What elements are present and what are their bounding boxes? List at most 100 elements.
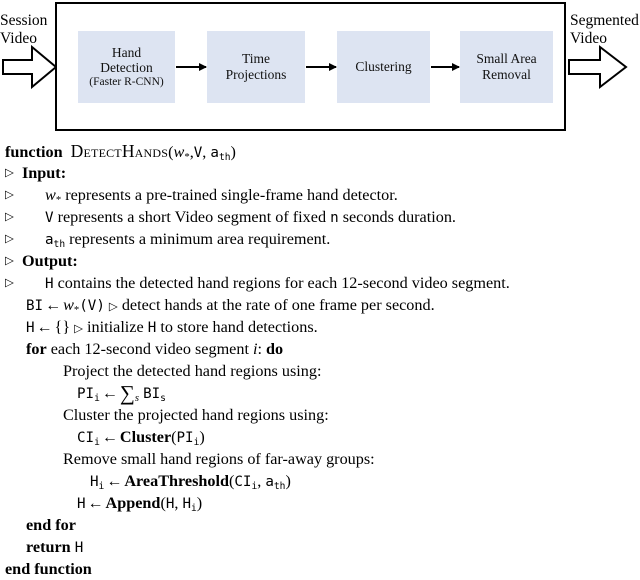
sig-arg-a-sub: th [218, 151, 231, 163]
algorithm-line-eq-projection: PIi←∑s BIs [0, 382, 640, 404]
assign-arrow-icon: ← [87, 495, 104, 512]
hi-lhs-sub: i [98, 480, 105, 492]
algorithm-line-prose-cluster: Cluster the projected hand regions using… [0, 404, 640, 426]
hi-comma: , [257, 472, 266, 490]
assign-arrow-icon: ← [106, 473, 123, 490]
assign-arrow-icon: ← [45, 297, 62, 314]
input-2-text-b: seconds duration. [338, 208, 456, 226]
algorithm-line-eq-cluster: CIi←Cluster(PIi) [0, 426, 640, 448]
output-video-label: Segmented Video [570, 12, 639, 49]
pi-rhs-sub: s [160, 392, 166, 404]
algorithm-line-input-item-2: ▷ V represents a short Video segment of … [0, 206, 640, 228]
input-2-symbol: V [45, 210, 54, 226]
hi-arg1: CI [234, 474, 252, 490]
append-close-paren: ) [196, 494, 203, 512]
stage-time-line1: Time [241, 51, 270, 67]
stage-smallarea-line1: Small Area [476, 51, 537, 67]
procedure-name: DetectHands [70, 141, 169, 161]
prose-cluster-text: Cluster the projected hand regions using… [63, 406, 329, 424]
algorithm-line-bi-assign: BI←w*(V) ▷ detect hands at the rate of o… [0, 294, 640, 316]
ci-lhs-sub: i [94, 436, 100, 448]
for-variable: i [253, 340, 258, 358]
algorithm-line-return: return H [0, 536, 640, 558]
output-1-text: contains the detected hand regions for e… [57, 274, 510, 292]
input-1-symbol-sub: * [55, 193, 62, 206]
bi-comment: detect hands at the rate of one frame pe… [121, 296, 435, 314]
input-block-arrow-icon [2, 44, 58, 90]
stage-box-time-projections: Time Projections [207, 31, 305, 103]
sig-arg-w-sub: * [184, 150, 190, 163]
hi-open-paren: ( [228, 472, 235, 490]
sig-close-paren: ) [230, 143, 236, 161]
algorithm-line-prose-remove: Remove small hand regions of far-away gr… [0, 448, 640, 470]
assign-arrow-icon: ← [101, 385, 118, 402]
keyword-end-for: end for [26, 516, 76, 534]
keyword-end-function: end function [5, 560, 92, 578]
sig-arg-w: w [173, 143, 185, 161]
ci-arg: PI [176, 430, 194, 446]
assign-arrow-icon: ← [36, 319, 53, 336]
append-arg1: H [165, 496, 175, 512]
fn-cluster-name: Cluster [119, 428, 172, 446]
connector-arrow-3-icon [431, 62, 460, 71]
ci-arg-sub: i [193, 436, 200, 448]
input-3-symbol-sub: th [53, 238, 66, 250]
output-block-arrow-icon [568, 44, 628, 90]
prose-remove-text: Remove small hand regions of far-away gr… [63, 450, 375, 468]
algorithm-line-end-for: end for [0, 514, 640, 536]
h-comment-post: to store hand detections. [156, 318, 318, 336]
assign-arrow-icon: ← [101, 429, 118, 446]
algorithm-line-h-init: H←{} ▷ initialize H to store hand detect… [0, 316, 640, 338]
stage-cluster-line1: Clustering [355, 59, 412, 75]
ci-close-paren: ) [199, 428, 205, 446]
sig-comma-2: , [202, 143, 211, 161]
algorithm-line-function-signature: function DetectHands(w*,V, ath) [0, 140, 640, 163]
append-arg2: H [182, 496, 192, 512]
h-comment-pre: initialize [87, 318, 148, 336]
keyword-function: function [5, 143, 63, 161]
bullet-triangle-icon: ▷ [5, 167, 14, 179]
bullet-triangle-icon: ▷ [5, 233, 14, 245]
sig-comma-1: , [189, 143, 194, 161]
connector-arrow-2-icon [306, 62, 337, 71]
h-rhs-empty-set: {} [54, 318, 71, 336]
hi-arg1-sub: i [251, 480, 258, 492]
append-comma: , [174, 494, 183, 512]
input-3-symbol: a [45, 232, 54, 248]
h-comment-symbol: H [147, 320, 157, 336]
algorithm-line-input-item-3: ▷ ath represents a minimum area requirem… [0, 228, 640, 250]
prose-project-text: Project the detected hand regions using: [63, 362, 322, 380]
stage-box-small-area-removal: Small Area Removal [460, 31, 553, 103]
algorithm-line-input-heading: ▷ Input: [0, 162, 640, 184]
input-2-text-a: represents a short Video segment of fixe… [57, 208, 331, 226]
stage-hand-line3: (Faster R-CNN) [89, 75, 164, 88]
keyword-do: do [266, 340, 284, 358]
return-value: H [74, 540, 84, 556]
stage-hand-line1: Hand [111, 44, 142, 60]
stage-hand-line2: Detection [100, 60, 153, 76]
bullet-triangle-icon: ▷ [74, 323, 83, 335]
bullet-triangle-icon: ▷ [5, 255, 14, 267]
algorithm-line-eq-areathreshold: Hi←AreaThreshold(CIi, ath) [0, 470, 640, 492]
pipeline-diagram: Session Video Hand Detection (Faster R-C… [0, 0, 640, 136]
pi-lhs-sub: i [94, 392, 100, 404]
stage-box-hand-detection: Hand Detection (Faster R-CNN) [78, 31, 175, 103]
keyword-for: for [26, 340, 47, 358]
input-2-text-n: n [330, 210, 339, 226]
sig-open-paren: ( [168, 143, 174, 161]
append-lhs: H [77, 496, 86, 512]
pi-lhs: PI [77, 386, 95, 402]
bi-rhs-w: w [63, 296, 74, 314]
hi-close-paren: ) [285, 472, 291, 490]
bullet-triangle-icon: ▷ [5, 211, 14, 223]
hi-arg2-sub: th [273, 480, 286, 492]
input-1-text: represents a pre-trained single-frame ha… [65, 186, 398, 204]
input-3-text: represents a minimum area requirement. [69, 230, 331, 248]
bullet-triangle-icon: ▷ [5, 277, 14, 289]
hi-lhs: H [90, 474, 99, 490]
input-video-label: Session Video [0, 12, 47, 49]
output-heading: Output: [22, 252, 78, 270]
input-1-symbol: w [45, 186, 56, 204]
algorithm-line-output-heading: ▷ Output: [0, 250, 640, 272]
algorithm-line-eq-append: H←Append(H, Hi) [0, 492, 640, 514]
